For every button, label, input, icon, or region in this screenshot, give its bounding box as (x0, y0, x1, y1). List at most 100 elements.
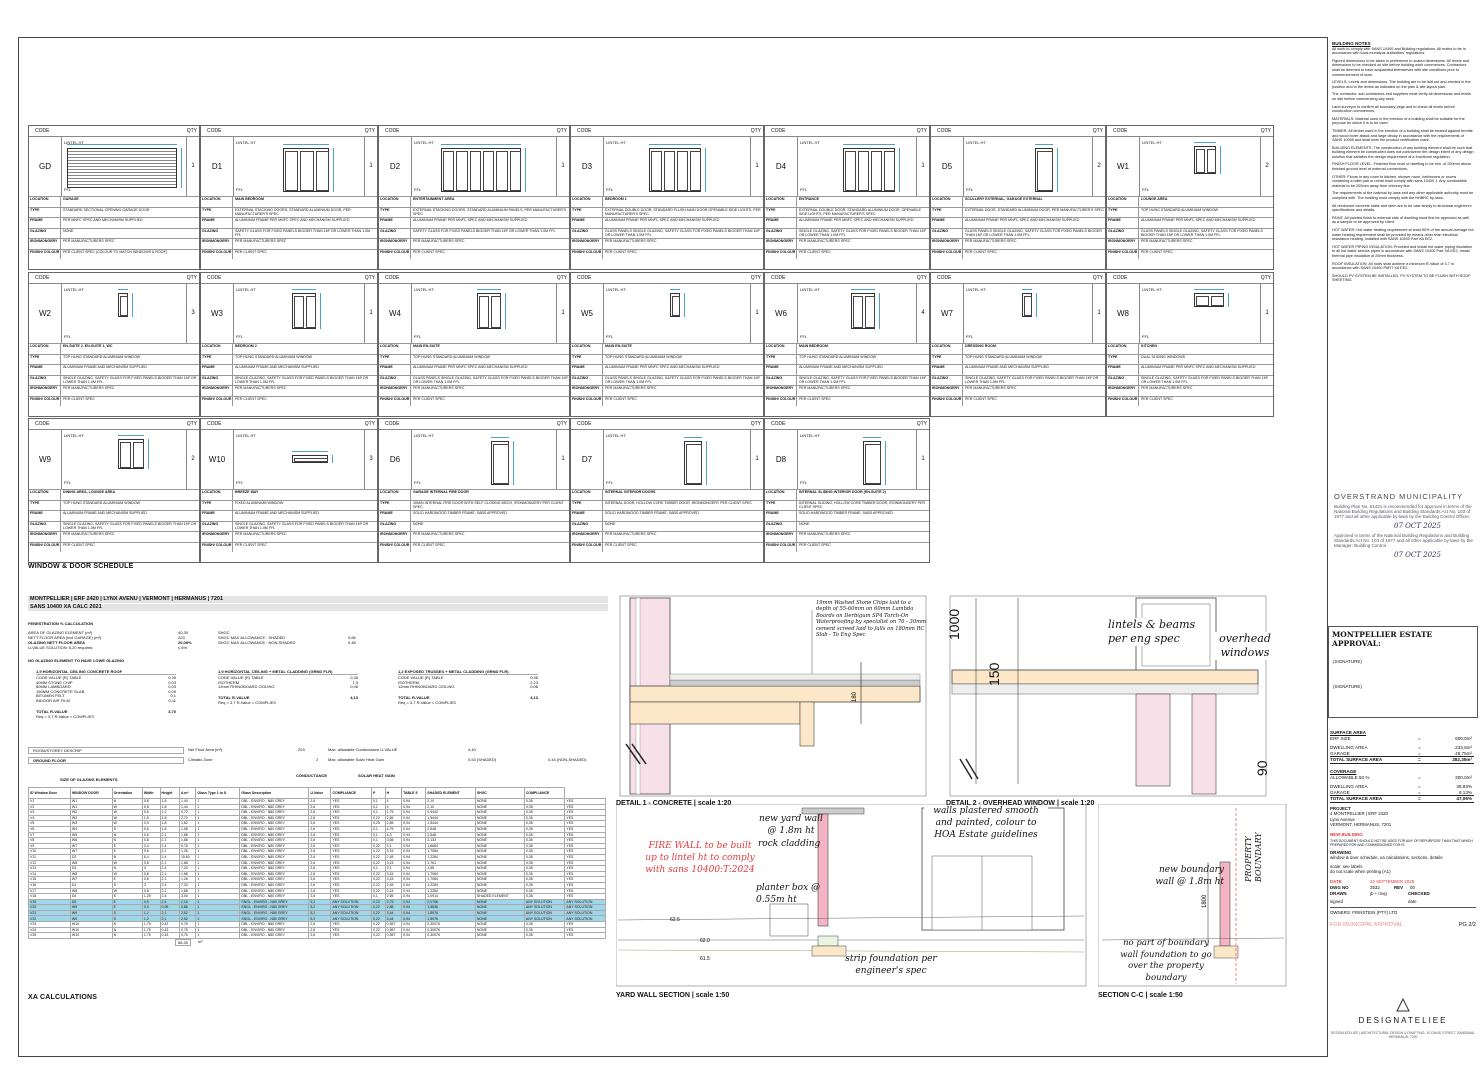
code-header: CODE (385, 128, 400, 134)
glass-pane (469, 151, 481, 191)
drawing-sheet (18, 37, 1328, 1057)
property-label: FINISH/ COLOUR (29, 542, 61, 552)
glass-pane (884, 151, 895, 191)
layer-value: 0,03 (168, 684, 176, 690)
property-value: TOP HUNG STANDARD ALUMINIUM WINDOW (1141, 207, 1219, 212)
property-label: FRAME (1107, 365, 1139, 375)
property-value: PER CLIENT SPEC (413, 542, 445, 547)
property-label: GLAZING (765, 375, 797, 385)
qty-header: QTY (186, 128, 197, 134)
glass-pane (119, 442, 131, 468)
property-value: ALUMINIUM FRAME PER MNFC SPEC AND MECHAN… (413, 218, 528, 222)
nfa-value: 203 (298, 747, 305, 752)
opening-code: W6 (765, 283, 798, 343)
glass-pane (677, 151, 688, 191)
detail-2-dim-1000: 1000 (946, 608, 962, 640)
total-value: 4,13 (350, 694, 358, 700)
calc-heading-2: SANS 10400 XA CALC 2021 (28, 604, 608, 611)
property-value: GARAGE INTERNAL FIRE DOOR (413, 490, 469, 494)
logo-block: DESIGNATELIEE DESIGN ATELIEE | ARCHITECT… (1330, 998, 1476, 1039)
note-paragraph: LEVELS: Levels and dimensions. The build… (1332, 80, 1471, 89)
glass-pane (865, 444, 881, 484)
detail-2-title: DETAIL 2 - OVERHEAD WINDOW | scale 1:20 (946, 800, 1095, 807)
property-label: TYPE (571, 354, 603, 364)
property-value: EXTERNAL STACKING DOORS, STANDARD ALUMIN… (235, 207, 351, 216)
glass-pane (294, 296, 305, 328)
property-value: NONE (413, 521, 424, 526)
property-label: FRAME (29, 218, 61, 228)
property-value: TOP HUNG STANDARD ALUMINIUM WINDOW (235, 354, 313, 359)
area-label: DWELLING AREA (1330, 745, 1368, 751)
glass-pane (845, 151, 856, 191)
opening-code: D1 (201, 136, 234, 196)
lintel-label: LINTEL HT (606, 433, 626, 438)
width-dimension (1034, 144, 1053, 145)
layer-value: 0,35 (530, 675, 538, 680)
glass-pane (306, 296, 317, 328)
property-value: PER MANUFACTURERS SPEC (799, 532, 851, 536)
property-value: MAIN BEDROOM (799, 344, 828, 348)
property-label: LOCATION (29, 344, 61, 354)
property-value: MAIN EN-SUITE (605, 344, 632, 348)
property-value: ALUMINIUM FRAME PER MNFC SPEC AND MECHAN… (605, 218, 720, 222)
code-header: CODE (385, 275, 400, 281)
opening-code: D5 (931, 136, 964, 196)
property-value: PER MANUFACTURERS SPEC (63, 239, 115, 243)
fen-cell: U-VALUE SOLUTION: 5,20 required (28, 645, 93, 650)
note-paragraph: The contractor, sub-contractors and supp… (1332, 92, 1471, 101)
header-cell: P (370, 787, 386, 799)
detail-2-dim-150: 150 (986, 662, 1002, 686)
property-label: IRONMONGERY (379, 386, 411, 396)
qty-header: QTY (916, 128, 927, 134)
property-value: ALUMINIUM FRAME AND MECHANISM SUPPLIED (63, 365, 147, 369)
opening-qty: 1 (916, 429, 929, 489)
opening-qty: 1 (186, 136, 199, 196)
height-dimension (885, 441, 886, 485)
property-label: IRONMONGERY (29, 239, 61, 249)
glass-pane (285, 151, 299, 191)
coverage-heading: COVERAGE (1330, 768, 1357, 774)
property-label: FRAME (765, 365, 797, 375)
property-label: FRAME (379, 365, 411, 375)
opening-elevation (1193, 293, 1224, 307)
layer-value: 0,1 (170, 693, 176, 699)
property-label: TYPE (201, 500, 233, 510)
total-value: 4,13 (530, 694, 538, 700)
property-value: PER CLIENT SPEC (1141, 396, 1173, 401)
opening-elevation (851, 293, 875, 329)
municipality-date-1: 07 OCT 2025 (1394, 522, 1441, 530)
building-notes: BUILDING NOTES All work to comply with S… (1332, 41, 1474, 286)
property-value: KITCHEN (1141, 344, 1157, 348)
property-label: TYPE (29, 500, 61, 510)
header-cell: COMPLIANCE (330, 787, 372, 799)
property-label: FRAME (29, 365, 61, 375)
property-label: IRONMONGERY (931, 386, 963, 396)
drawing-meta: DATE 22 SEPTEMBER 2025 DWG NO 2532 REV 0… (1330, 879, 1476, 905)
qty-header: QTY (364, 275, 375, 281)
property-label: FINISH/ COLOUR (201, 542, 233, 552)
table-cell: W10 (69, 932, 113, 939)
property-label: GLAZING (571, 521, 603, 531)
property-label: TYPE (1107, 207, 1139, 217)
municipality-text-2: Approved in terms of the National Buildi… (1334, 533, 1473, 548)
